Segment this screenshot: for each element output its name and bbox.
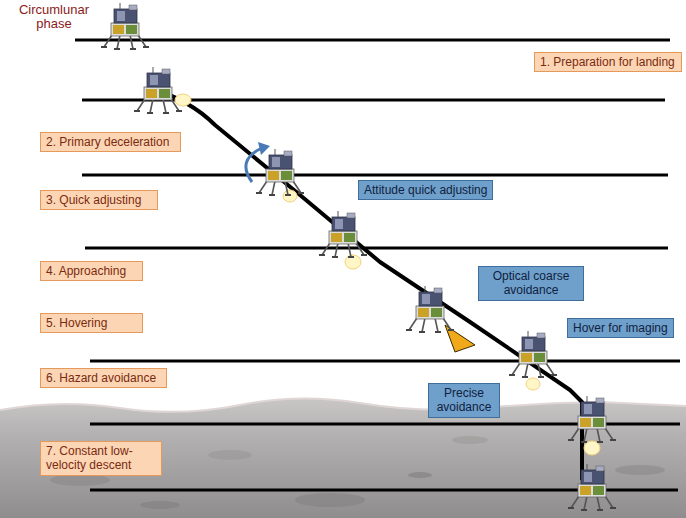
phase-name: 5. Hovering <box>46 316 137 330</box>
illustration-part <box>175 94 191 106</box>
illustration-part <box>85 247 668 250</box>
note-box: Hover for imaging <box>567 318 674 338</box>
phase-box: 4. Approaching <box>40 261 143 281</box>
illustration-part <box>258 142 270 155</box>
illustration-part <box>134 67 182 113</box>
phase-box: 1. Preparation for landing <box>534 52 682 72</box>
note-box: Optical coarse avoidance <box>478 266 584 301</box>
illustration-part <box>319 211 367 257</box>
illustration-part <box>509 331 557 377</box>
illustration-part <box>568 396 616 442</box>
phase-label: Circumlunar phase <box>8 3 100 32</box>
illustration-part <box>568 464 616 510</box>
step-note: Precise avoidance <box>434 386 494 415</box>
illustration-part <box>295 493 365 507</box>
illustration-part <box>75 39 670 42</box>
step-note: Attitude quick adjusting <box>364 183 487 197</box>
illustration-part <box>90 360 680 363</box>
illustration-part <box>208 450 252 460</box>
illustration-part <box>82 174 668 177</box>
illustration-part <box>584 441 600 455</box>
phase-name: 3. Quick adjusting <box>46 193 152 207</box>
note-box: Precise avoidance <box>428 383 500 418</box>
note-box: Attitude quick adjusting <box>358 180 493 200</box>
engine-plumes <box>175 94 600 455</box>
illustration-part <box>526 378 540 390</box>
phase-box: 6. Hazard avoidance <box>40 368 167 388</box>
illustration-part <box>246 148 262 182</box>
illustration-part <box>408 472 432 478</box>
landers <box>101 3 616 510</box>
illustration-part <box>452 436 488 444</box>
illustration-part <box>101 3 149 49</box>
phase-name: 6. Hazard avoidance <box>46 371 161 385</box>
illustration-part <box>406 286 454 332</box>
phase-name: 7. Constant low-velocity descent <box>46 444 156 473</box>
step-note: Optical coarse avoidance <box>484 269 578 298</box>
trajectory <box>150 88 582 480</box>
phase-box: 3. Quick adjusting <box>40 190 158 210</box>
illustration-part <box>140 501 180 509</box>
illustration-part <box>50 474 110 486</box>
phase-box: 5. Hovering <box>40 313 143 333</box>
phase-box: 7. Constant low-velocity descent <box>40 441 162 476</box>
illustration-part <box>256 149 304 195</box>
phase-box: 2. Primary deceleration <box>40 132 181 152</box>
step-note: Hover for imaging <box>573 321 668 335</box>
illustration-part <box>615 465 665 475</box>
phase-name: 1. Preparation for landing <box>540 55 676 69</box>
phase-lines <box>75 40 680 490</box>
phase-name: 2. Primary deceleration <box>46 135 175 149</box>
phase-name: 4. Approaching <box>46 264 137 278</box>
